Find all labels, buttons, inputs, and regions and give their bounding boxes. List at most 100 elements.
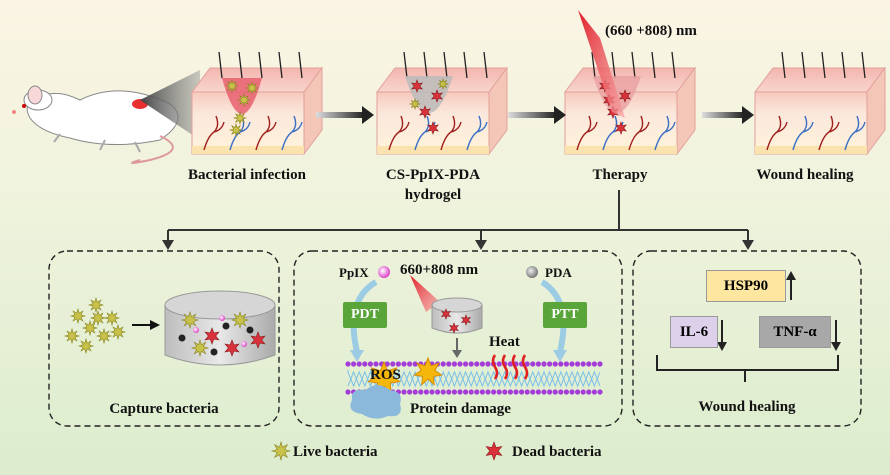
lipid-head [373, 361, 379, 367]
live-bacterium [77, 337, 95, 355]
lipid-head [451, 361, 457, 367]
live-bacterium [408, 97, 422, 111]
panel-capture [48, 250, 280, 427]
hydrogel-cylinder [164, 290, 276, 366]
lipid-head [496, 361, 502, 367]
lipid-head [440, 361, 446, 367]
live-bacterium [224, 78, 240, 94]
laser-label: (660 +808) nm [605, 23, 697, 39]
dead-bacterium [250, 331, 266, 349]
hsp90-box: HSP90 [706, 270, 786, 302]
lipid-head [362, 361, 368, 367]
lipid-head [446, 389, 452, 395]
lipid-head [474, 361, 480, 367]
lipid-head [479, 361, 485, 367]
lipid-head [446, 361, 452, 367]
dead-bacterium [431, 89, 443, 103]
lipid-head [535, 389, 542, 395]
dead-bacterium [224, 339, 240, 357]
lipid-head [552, 361, 558, 367]
lipid-head [356, 361, 362, 367]
healing-title: Wound healing [698, 399, 796, 415]
lipid-head [507, 389, 513, 395]
dead-bacterium [411, 79, 423, 93]
live-bacterium [190, 338, 210, 358]
legend-live: Live bacteria [293, 444, 378, 460]
lipid-head [563, 389, 570, 395]
small-hydrogel [431, 297, 483, 334]
zoom-cone [140, 70, 200, 140]
ppix-particle [219, 315, 225, 321]
lipid-head [468, 389, 474, 395]
lipid-head [580, 361, 586, 367]
panel-healing [632, 250, 862, 427]
lipid-head [485, 389, 491, 395]
ros-burst-2 [413, 356, 443, 386]
small-laser [410, 275, 440, 312]
lipid-head [569, 361, 575, 367]
lipid-head [597, 361, 603, 367]
heat-label: Heat [489, 334, 520, 350]
live-bacterium [230, 310, 250, 330]
lipid-head [395, 361, 401, 367]
dead-bacterium [448, 322, 460, 334]
live-bacterium [232, 110, 248, 126]
lipid-head [541, 389, 547, 395]
il6-box: IL-6 [670, 316, 718, 348]
skin-block-1 [191, 51, 323, 156]
lipid-head [575, 361, 581, 367]
ppix-particle [241, 341, 247, 347]
live-bacterium [87, 296, 105, 314]
lipid-head [597, 389, 603, 395]
lipid-head [345, 361, 351, 367]
lipid-head [384, 361, 390, 367]
step-label-hydrogel: CS-PpIX-PDA [385, 167, 481, 183]
lipid-head [407, 389, 413, 395]
lipid-head [485, 361, 491, 367]
brace [656, 355, 839, 382]
pda-particle [222, 322, 230, 330]
lipid-head [586, 361, 592, 367]
step-label-healing: Wound healing [756, 167, 854, 183]
lipid-head [468, 361, 474, 367]
ppix-particle [193, 327, 199, 333]
pdt-box: PDT [343, 302, 387, 328]
lipid-head [367, 361, 373, 367]
dead-bacterium [419, 105, 431, 119]
dead-bacterium [619, 89, 631, 103]
lipid-head [479, 389, 485, 395]
panel-mechanism [293, 250, 623, 427]
protein-blob [350, 385, 401, 419]
live-bacterium [236, 92, 252, 108]
live-bacterium [63, 327, 81, 345]
protein-damage-label: Protein damage [410, 401, 511, 417]
dead-bacterium [615, 121, 627, 135]
pda-particle [210, 348, 218, 356]
ppix-dot [378, 266, 390, 278]
skin-block-4 [754, 51, 886, 156]
connector-lines [168, 190, 748, 231]
lipid-head [440, 389, 446, 395]
dead-bacterium [427, 121, 439, 135]
lipid-head [412, 389, 418, 395]
ptt-box: PTT [543, 302, 587, 328]
step-label-therapy: Therapy [592, 167, 648, 183]
lipid-head [530, 389, 536, 395]
tnf-box: TNF-α [759, 316, 831, 348]
lipid-head [535, 361, 542, 367]
lipid-head [563, 361, 570, 367]
lipid-head [547, 361, 553, 367]
lipid-head [457, 389, 463, 395]
lipid-head [591, 389, 598, 395]
live-bacterium [180, 310, 200, 330]
step-label-infection: Bacterial infection [188, 167, 306, 183]
lipid-head [552, 389, 558, 395]
step-label-hydrogel-2: hydrogel [404, 187, 462, 203]
live-bacterium [103, 309, 121, 327]
lipid-head [401, 361, 407, 367]
mouse-icon [12, 85, 179, 164]
pda-particle [246, 326, 254, 334]
lipid-head [390, 361, 396, 367]
pda-particle [178, 334, 186, 342]
lipid-head [513, 389, 519, 395]
